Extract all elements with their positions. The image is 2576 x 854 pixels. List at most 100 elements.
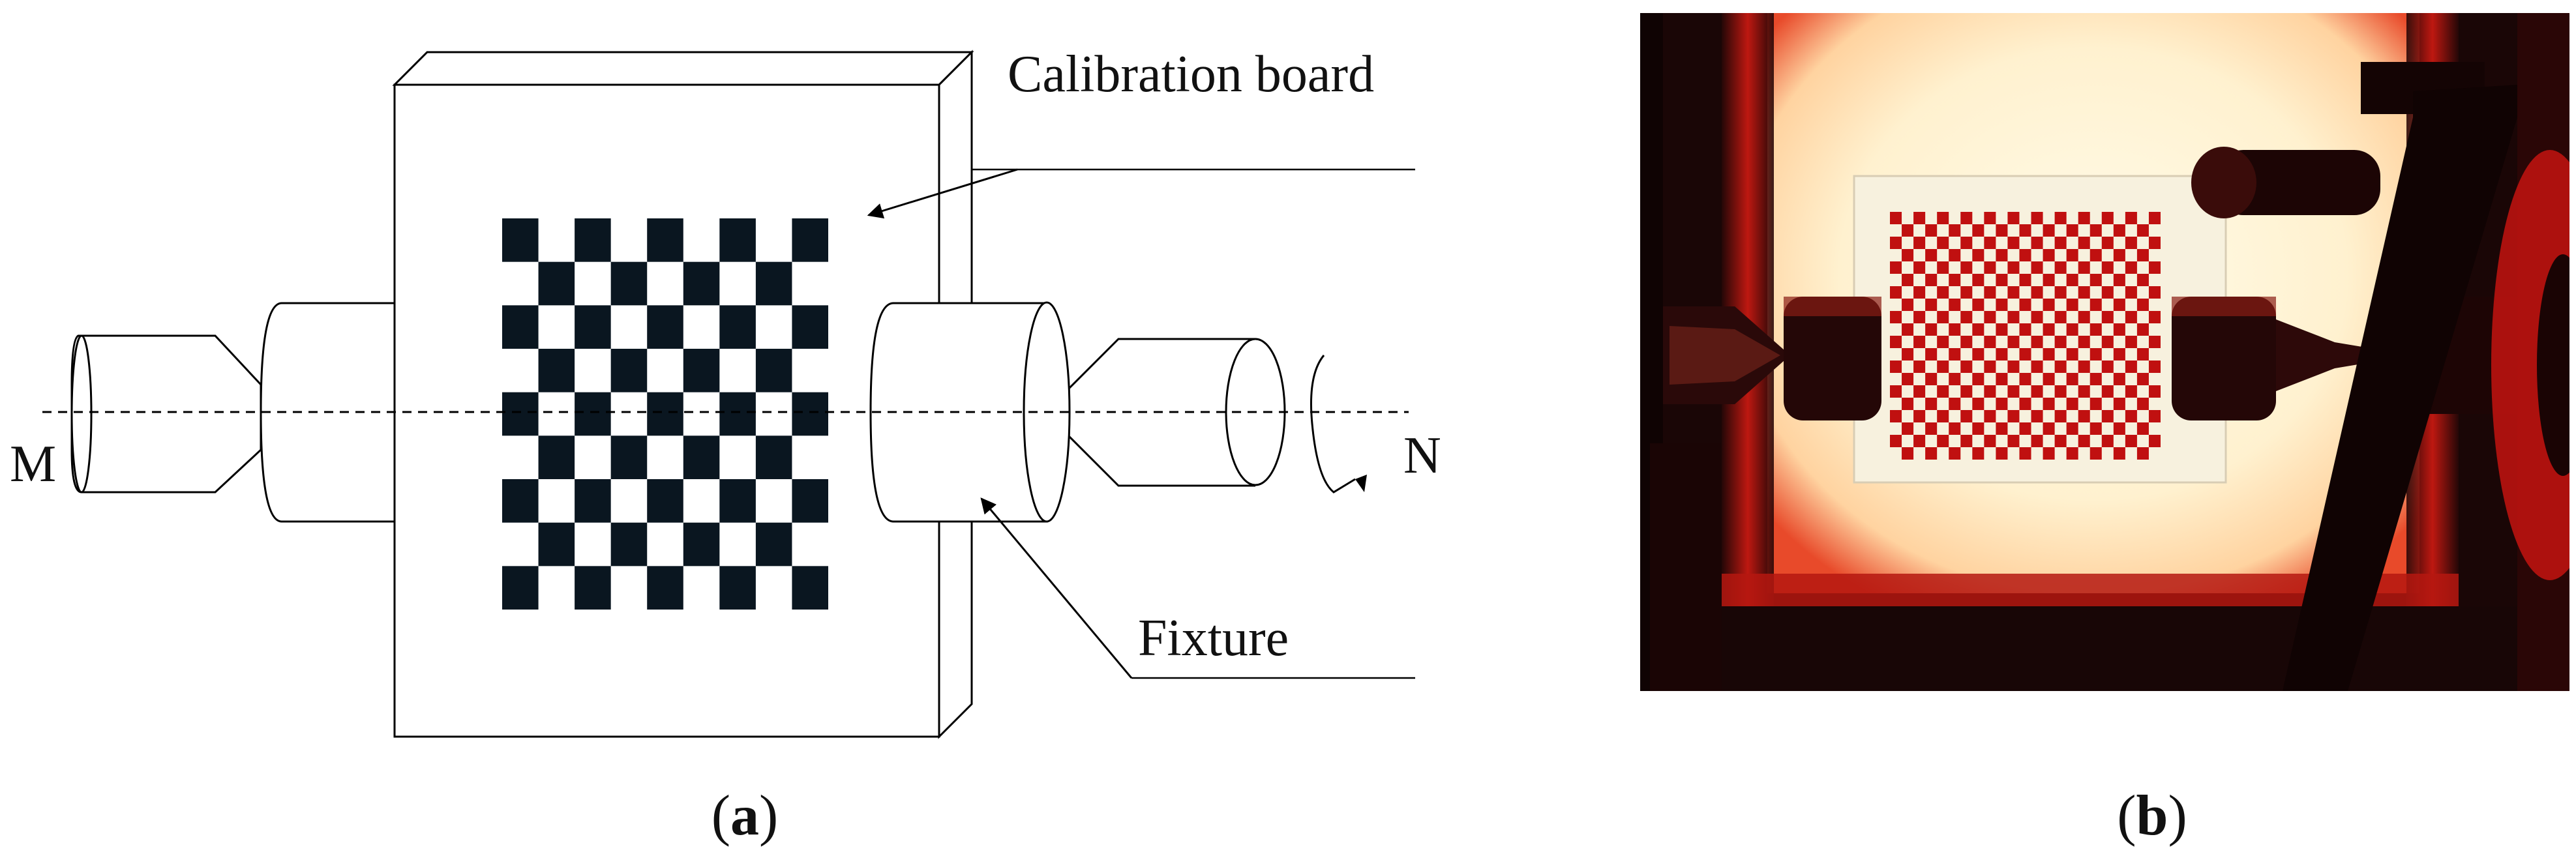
checker-square — [1949, 348, 1961, 361]
checker-square — [2043, 373, 2055, 385]
checker-square — [1902, 299, 1914, 311]
checker-square — [2031, 212, 2043, 224]
checker-square — [2054, 410, 2067, 422]
checker-square — [2031, 261, 2043, 274]
checker-square — [575, 479, 611, 523]
checker-square — [1972, 224, 1984, 237]
checker-square — [2136, 274, 2149, 286]
checker-square — [2148, 410, 2161, 422]
checker-square — [647, 218, 683, 262]
checker-square — [1949, 422, 1961, 435]
checker-square — [2148, 336, 2161, 348]
checker-square — [755, 522, 792, 567]
checker-square — [1890, 261, 1902, 274]
checker-square — [2136, 249, 2149, 261]
checker-square — [1902, 348, 1914, 361]
checker-square — [2066, 323, 2078, 336]
checker-square — [1984, 237, 1996, 249]
checker-square — [647, 305, 683, 349]
checker-square — [1890, 435, 1902, 447]
checker-square — [2031, 286, 2043, 299]
checker-square — [502, 218, 539, 262]
checker-square — [1960, 410, 1973, 422]
checker-square — [1996, 447, 2008, 460]
checker-square — [1937, 336, 1949, 348]
checker-square — [2089, 224, 2102, 237]
checker-square — [2019, 447, 2031, 460]
rotation-arrow-icon — [1310, 355, 1356, 493]
checker-square — [2043, 249, 2055, 261]
checker-square — [1960, 261, 1973, 274]
checker-square — [1925, 422, 1938, 435]
checker-square — [2125, 361, 2137, 373]
checker-square — [2043, 422, 2055, 435]
checker-square — [2113, 422, 2125, 435]
checker-square — [2031, 336, 2043, 348]
checker-square — [1902, 274, 1914, 286]
checker-square — [1960, 212, 1973, 224]
checker-square — [1984, 286, 1996, 299]
checker-square — [2007, 435, 2020, 447]
checker-square — [1937, 212, 1949, 224]
checker-square — [1913, 336, 1926, 348]
checker-square — [1984, 336, 1996, 348]
checker-square — [2019, 373, 2031, 385]
fixture-label: Fixture — [1138, 610, 1289, 667]
checker-square — [1902, 373, 1914, 385]
checker-square — [2136, 373, 2149, 385]
checker-square — [1890, 212, 1902, 224]
checker-square — [1949, 447, 1961, 460]
panel-b-photo — [1640, 13, 2569, 691]
checker-square — [1913, 311, 1926, 323]
checker-square — [502, 566, 539, 610]
checker-square — [2019, 323, 2031, 336]
checker-square — [2066, 249, 2078, 261]
checker-square — [1972, 323, 1984, 336]
checker-square — [2101, 212, 2114, 224]
checker-square — [1960, 435, 1973, 447]
checker-square — [1949, 299, 1961, 311]
checker-square — [2148, 435, 2161, 447]
checker-square — [1949, 398, 1961, 410]
checker-square — [2136, 224, 2149, 237]
checker-square — [1949, 249, 1961, 261]
panel-a-schematic — [42, 50, 1415, 739]
checker-square — [2054, 237, 2067, 249]
checker-square — [1972, 274, 1984, 286]
checker-square — [1913, 286, 1926, 299]
checker-square — [2136, 299, 2149, 311]
checker-square — [683, 261, 720, 306]
checker-square — [1913, 435, 1926, 447]
checker-square — [1949, 323, 1961, 336]
checker-square — [1984, 410, 1996, 422]
checker-square — [2043, 398, 2055, 410]
checker-square — [2054, 361, 2067, 373]
checker-square — [2089, 422, 2102, 435]
checker-square — [1984, 261, 1996, 274]
checker-square — [2136, 323, 2149, 336]
checker-square — [2019, 249, 2031, 261]
checker-square — [1925, 274, 1938, 286]
checker-square — [2101, 410, 2114, 422]
checker-square — [610, 522, 648, 567]
checker-square — [538, 349, 575, 392]
checker-square — [2078, 237, 2090, 249]
checker-square — [2113, 373, 2125, 385]
checker-square — [2078, 261, 2090, 274]
checker-square — [610, 435, 648, 479]
checker-square — [2148, 261, 2161, 274]
checker-square — [1960, 286, 1973, 299]
checker-square — [1972, 348, 1984, 361]
checker-square — [2113, 249, 2125, 261]
checker-square — [1996, 398, 2008, 410]
checker-square — [1890, 410, 1902, 422]
checker-square — [1996, 348, 2008, 361]
checker-square — [1913, 212, 1926, 224]
checker-square — [1960, 336, 1973, 348]
checker-square — [2113, 299, 2125, 311]
checker-square — [2066, 447, 2078, 460]
photo-checkerboard — [1890, 212, 2161, 460]
checker-square — [1913, 361, 1926, 373]
checker-square — [2019, 422, 2031, 435]
photo-left-clamp — [1640, 297, 1881, 420]
